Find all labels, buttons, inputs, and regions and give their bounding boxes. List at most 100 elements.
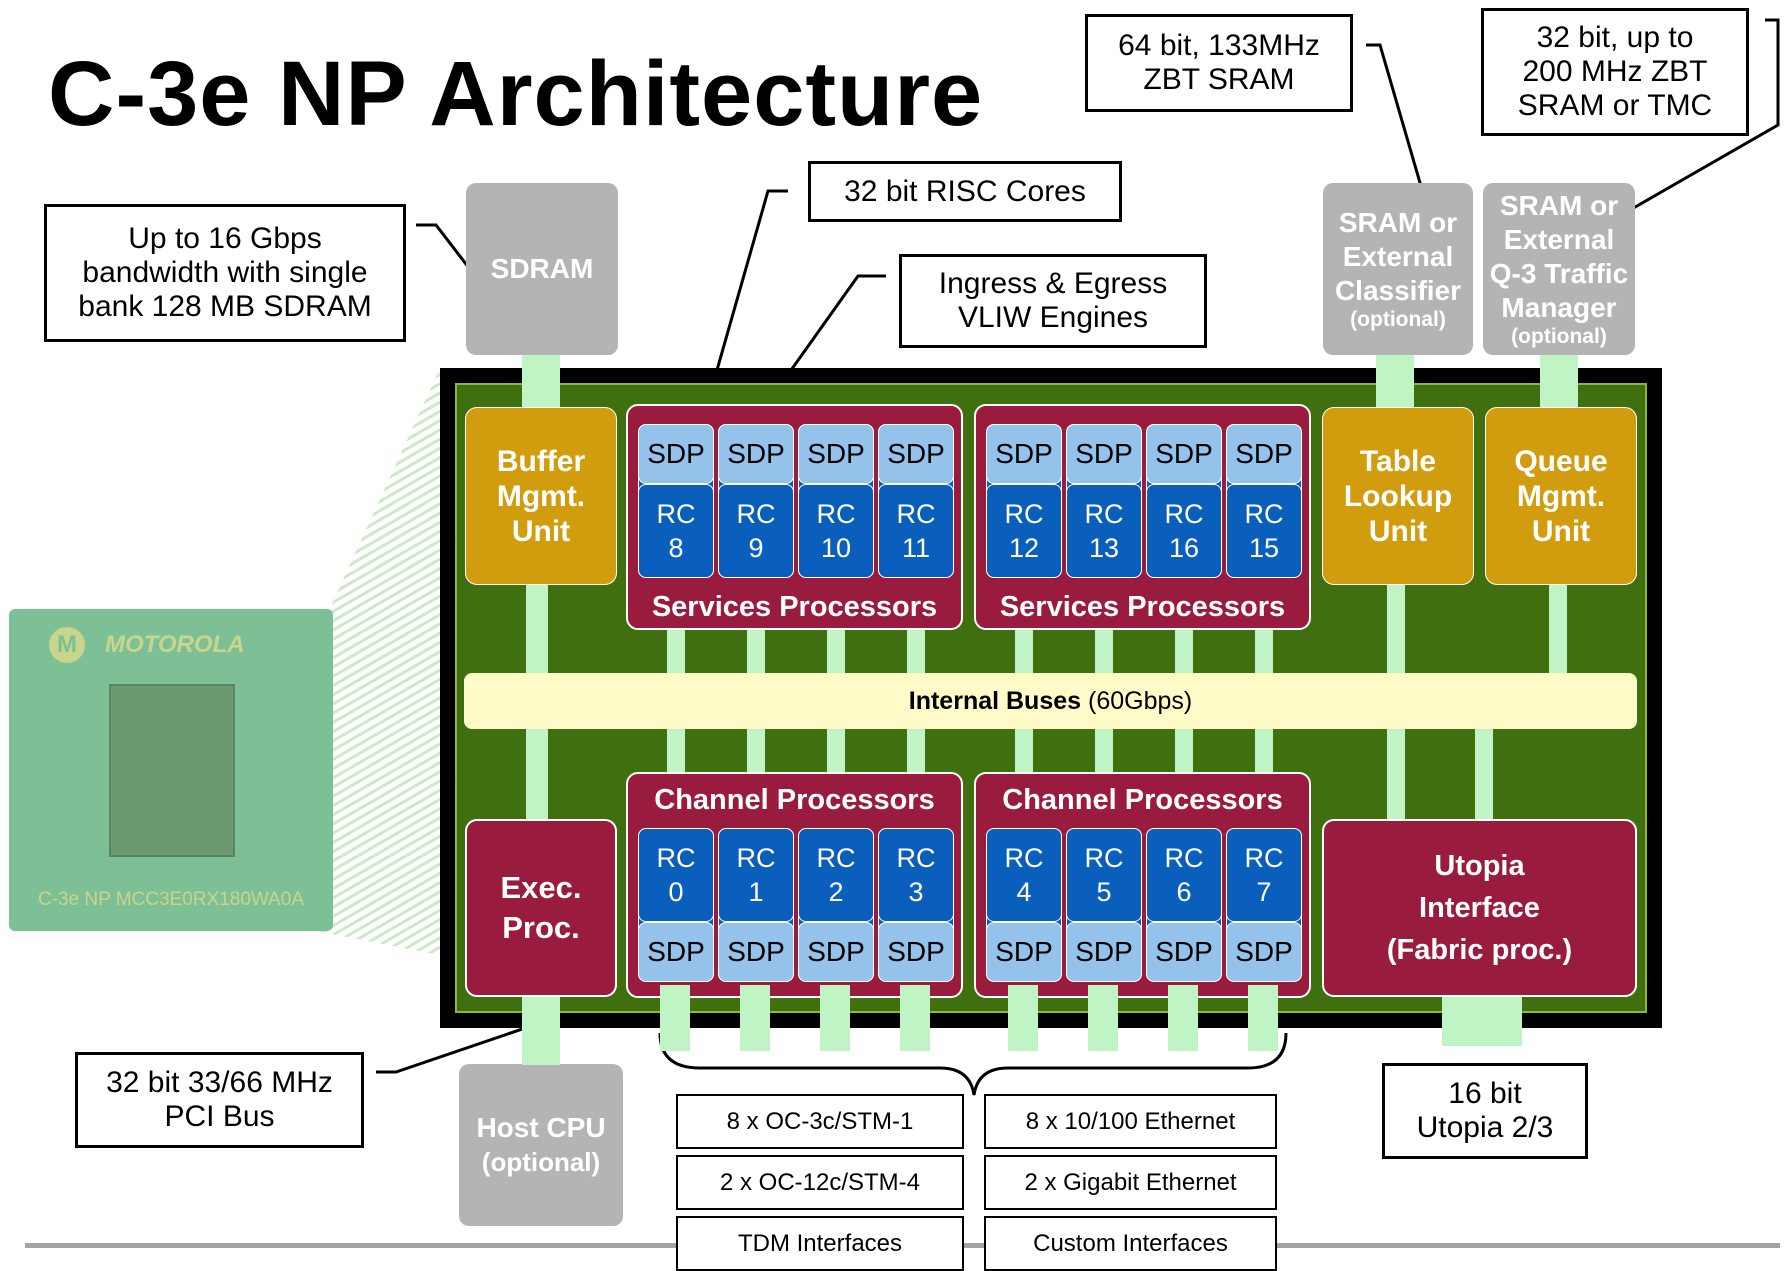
sdp-block: SDP [798,922,874,982]
channel-io-link [1008,985,1038,1051]
risc-cores-callout: 32 bit RISC Cores [808,161,1122,222]
sdp-block: SDP [718,424,794,484]
interface-left-1: 2 x OC-12c/STM-4 [676,1155,964,1210]
sram-traffic-line2: External [1503,224,1615,255]
motorola-logo-icon: M [49,627,85,663]
channel-processors-label: Channel Processors [1002,784,1283,816]
services-bus-link [667,630,685,673]
rc-block: RC 12 [986,484,1062,578]
services-bus-link [827,630,845,673]
classifier-connector [1376,355,1414,407]
sram-traffic-line3: Q-3 Traffic [1489,258,1629,289]
host-connector [522,985,560,1065]
sdp-block: SDP [878,922,954,982]
rc-block: RC 1 [718,828,794,922]
channel-bus-link [667,729,685,772]
interface-left-2: TDM Interfaces [676,1216,964,1271]
channel-io-link [1248,985,1278,1051]
sdp-block: SDP [1066,424,1142,484]
rc-block: RC 9 [718,484,794,578]
utopia-callout: 16 bit Utopia 2/3 [1382,1063,1588,1159]
chip-projection-lines [300,368,455,958]
sdp-block: SDP [986,922,1062,982]
services-bus-link [1015,630,1033,673]
channel-bus-link [1015,729,1033,772]
sdp-block: SDP [1226,922,1302,982]
channel-io-link [1088,985,1118,1051]
channel-io-link [900,985,930,1051]
sdp-block: SDP [986,424,1062,484]
sram-classifier-note: (optional) [1350,308,1446,331]
channel-bus-link [1095,729,1113,772]
interface-left-0: 8 x OC-3c/STM-1 [676,1094,964,1149]
sdp-block: SDP [718,922,794,982]
bandwidth-callout: Up to 16 Gbps bandwidth with single bank… [44,204,406,342]
rc-block: RC 16 [1146,484,1222,578]
rc-block: RC 4 [986,828,1062,922]
host-cpu-label: Host CPU [476,1112,606,1143]
page-title: C-3e NP Architecture [48,43,984,145]
exec-processor: Exec. Proc. [465,819,617,997]
queue-mgmt-unit: Queue Mgmt. Unit [1485,407,1637,585]
rc-block: RC 2 [798,828,874,922]
channel-io-link [1168,985,1198,1051]
sram-classifier-line3: Classifier [1334,275,1462,306]
chip-image: M MOTOROLA C-3e NP MCC3E0RX180WA0A [9,609,333,931]
chip-part-number: C-3e NP MCC3E0RX180WA0A [37,889,305,910]
rc-block: RC 13 [1066,484,1142,578]
services-bus-link [1255,630,1273,673]
sdp-block: SDP [638,922,714,982]
sram-traffic-line1: SRAM or [1499,190,1619,221]
rc-block: RC 5 [1066,828,1142,922]
rc-block: RC 6 [1146,828,1222,922]
rc-block: RC 8 [638,484,714,578]
internal-buses: Internal Buses (60Gbps) [464,673,1637,729]
services-bus-link [747,630,765,673]
sram-classifier-block: SRAM or External Classifier (optional) [1323,183,1473,355]
buffer-mgmt-unit: Buffer Mgmt. Unit [465,407,617,585]
services-processors-label: Services Processors [999,591,1286,623]
services-processors-label: Services Processors [651,591,938,623]
services-bus-link [1175,630,1193,673]
table-lookup-unit: Table Lookup Unit [1322,407,1474,585]
channel-bus-link [1175,729,1193,772]
rc-block: RC 15 [1226,484,1302,578]
pci-bus-callout: 32 bit 33/66 MHz PCI Bus [75,1052,364,1148]
sram-classifier-line2: External [1342,241,1454,272]
sram-32bit-callout: 32 bit, up to 200 MHz ZBT SRAM or TMC [1481,8,1749,136]
channel-bus-link [827,729,845,772]
services-bus-link [907,630,925,673]
sdp-block: SDP [1146,424,1222,484]
sdp-block: SDP [1066,922,1142,982]
sdp-block: SDP [878,424,954,484]
sdp-block: SDP [1146,922,1222,982]
chip-die [109,684,235,857]
chip-brand: MOTOROLA [105,631,245,658]
utopia-interface: Utopia Interface (Fabric proc.) [1322,819,1637,997]
channel-bus-link [747,729,765,772]
channel-bus-link [1255,729,1273,772]
interface-right-1: 2 x Gigabit Ethernet [984,1155,1277,1210]
sram-traffic-line4: Manager [1501,292,1617,323]
sdp-block: SDP [1226,424,1302,484]
queue-bus-link [1549,583,1567,673]
utopia-bus-link [1475,729,1493,819]
rc-block: RC 3 [878,828,954,922]
sram-classifier-line1: SRAM or [1338,207,1458,238]
traffic-connector [1540,355,1578,407]
sram-traffic-block: SRAM or External Q-3 Traffic Manager (op… [1483,183,1635,355]
interface-right-2: Custom Interfaces [984,1216,1277,1271]
sram-traffic-note: (optional) [1511,325,1607,348]
host-cpu-note: (optional) [481,1147,601,1177]
channel-processors-label: Channel Processors [654,784,935,816]
channel-io-link [660,985,690,1051]
internal-buses-label: Internal Buses [908,686,1082,715]
rc-block: RC 0 [638,828,714,922]
vliw-engines-callout: Ingress & Egress VLIW Engines [899,254,1207,348]
rc-block: RC 11 [878,484,954,578]
sdp-block: SDP [798,424,874,484]
internal-buses-speed: (60Gbps) [1081,686,1193,715]
rc-block: RC 7 [1226,828,1302,922]
rc-block: RC 10 [798,484,874,578]
channel-io-link [820,985,850,1051]
